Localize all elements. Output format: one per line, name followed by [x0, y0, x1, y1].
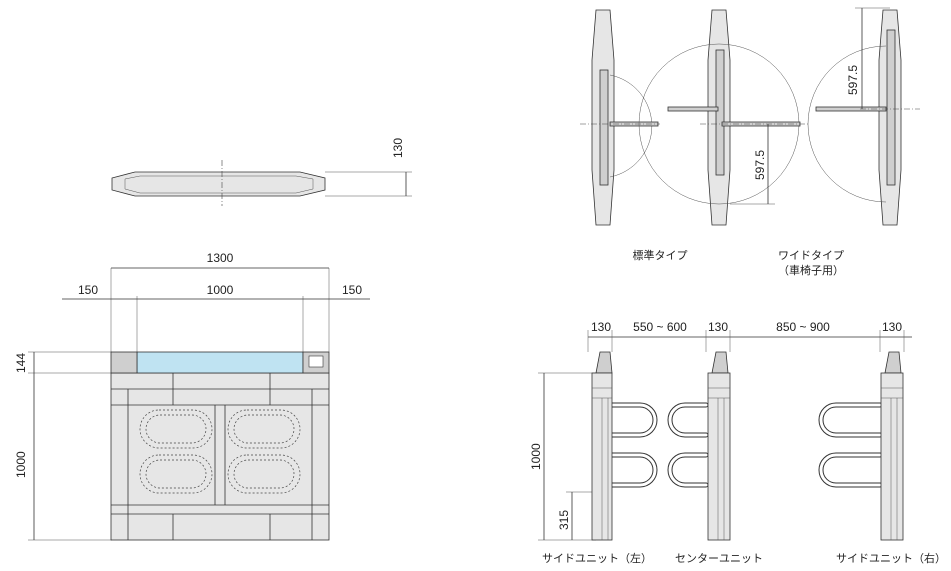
unit-top-inner: [124, 175, 314, 194]
front-view: 1300 150 1000 150 144 1000: [14, 251, 370, 541]
front-body: [110, 372, 330, 541]
unit-top-outline: [111, 171, 326, 197]
front-loop-4: [227, 454, 301, 494]
side-view: 130 550 ~ 600 130 850 ~ 900 130 1000 315: [529, 320, 946, 565]
side-unit-left: [591, 351, 613, 541]
plan-views: 597.5 597.5 標準タイプ ワイドタイプ （車椅子用）: [580, 7, 920, 277]
dim-gap-1: 550 ~ 600: [633, 320, 687, 334]
tube-2b-hl: [668, 453, 708, 487]
tube-2a-hl: [668, 403, 708, 437]
front-loop-4-inner: [233, 459, 295, 489]
dim-body-height: 1000: [14, 451, 28, 478]
dim-total-width: 1300: [207, 251, 234, 265]
dim-top-thickness: 130: [391, 138, 405, 158]
dim-side-height: 1000: [529, 443, 543, 470]
front-loop-2: [227, 409, 301, 449]
dim-right-unit: 150: [342, 283, 362, 297]
top-view: 130: [111, 138, 412, 206]
dim-opening: 1000: [207, 283, 234, 297]
front-loop-2-inner: [233, 414, 295, 444]
tube-1a-hl: [610, 403, 657, 437]
front-left-head: [110, 351, 138, 374]
front-loop-1-inner: [145, 414, 207, 444]
label-side-left: サイドユニット（左）: [542, 552, 652, 565]
front-loop-1: [139, 409, 213, 449]
label-side-right: サイドユニット（右）: [836, 551, 946, 565]
tube-3a: [818, 402, 883, 438]
side-unit-center: [707, 351, 731, 541]
plan-unit-a-core: [599, 69, 609, 186]
front-glass-panel: [136, 351, 304, 374]
tube-3b-hl: [819, 453, 882, 487]
tube-3b: [818, 452, 883, 488]
dim-left-unit: 150: [78, 283, 98, 297]
front-loop-3: [139, 454, 213, 494]
label-wide-type: ワイドタイプ: [778, 249, 844, 262]
swing-right: [807, 45, 887, 203]
front-indicator: [308, 355, 324, 368]
front-loop-3-inner: [145, 459, 207, 489]
dim-gap-2: 850 ~ 900: [776, 320, 830, 334]
plan-unit-c-core: [886, 29, 896, 186]
arm-wide-left: [667, 106, 719, 112]
dim-unit-3: 130: [882, 320, 902, 334]
dim-unit-2: 130: [708, 320, 728, 334]
plan-unit-b-core: [715, 49, 725, 176]
label-standard-type: 標準タイプ: [633, 248, 688, 262]
label-center-unit: センターユニット: [675, 552, 763, 565]
tube-3a-hl: [819, 403, 882, 437]
dim-arm-standard: 597.5: [846, 65, 860, 95]
label-wide-sub: （車椅子用）: [778, 263, 844, 277]
dim-top-height: 144: [14, 353, 28, 373]
dim-arm-height: 315: [557, 510, 571, 530]
tube-1b-hl: [610, 453, 657, 487]
side-unit-right: [880, 351, 904, 541]
dim-unit-1: 130: [591, 320, 611, 334]
dim-arm-wide: 597.5: [753, 150, 767, 180]
